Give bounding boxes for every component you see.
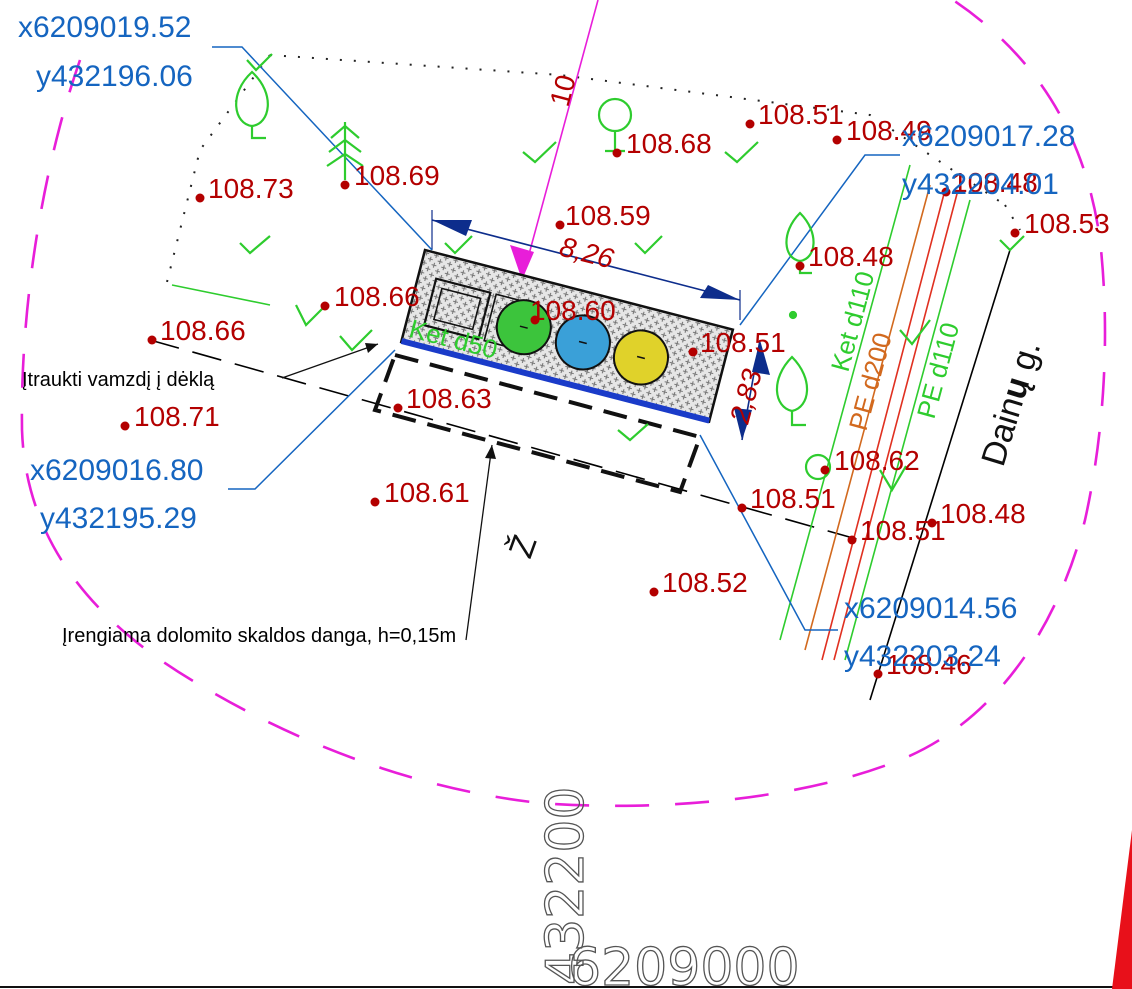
svg-text:108.66: 108.66 (334, 281, 420, 312)
svg-text:8,26: 8,26 (556, 231, 617, 275)
svg-text:x6209016.80: x6209016.80 (30, 454, 204, 487)
svg-text:108.51: 108.51 (860, 515, 946, 546)
svg-text:108.48: 108.48 (940, 498, 1026, 529)
note-leaders (281, 343, 493, 641)
grass-icon (879, 465, 907, 493)
gas-line-2 (833, 189, 959, 661)
street-name: Dainų g. (974, 336, 1048, 470)
offset-dimension: 10 (544, 71, 582, 109)
svg-text:108.46: 108.46 (886, 649, 972, 680)
grass-icon (634, 235, 663, 255)
container-platform: Ket d50 (399, 248, 735, 424)
svg-text:y432196.06: y432196.06 (36, 60, 193, 93)
svg-text:108.51: 108.51 (758, 99, 844, 130)
grass-icon (295, 304, 327, 327)
tree-icon (235, 70, 269, 140)
vegetation (235, 53, 1025, 493)
grass-icon (999, 235, 1025, 252)
grid-easting-label: 432200 (536, 786, 596, 985)
svg-text:x6209014.56: x6209014.56 (844, 592, 1018, 625)
north-label: Ž (502, 530, 545, 563)
red-corner-mark (1112, 830, 1132, 989)
svg-text:108.48: 108.48 (952, 167, 1038, 198)
street-edge-line (869, 249, 1011, 701)
grass-icon (522, 141, 557, 164)
conifer-icon (326, 122, 364, 180)
grass-icon (899, 319, 931, 346)
svg-text:108.52: 108.52 (662, 567, 748, 598)
elevation-labels: 108.51 108.49 108.68 108.73 108.69 108.5… (134, 99, 1110, 680)
grass-icon (444, 235, 473, 255)
pipe-sleeve-note: Įtraukti vamzdį į dėklą (22, 369, 215, 391)
svg-text:108.61: 108.61 (384, 477, 470, 508)
surface-note: Įrengiama dolomito skaldos danga, h=0,15… (62, 625, 456, 647)
svg-text:y432203.24: y432203.24 (844, 640, 1001, 673)
svg-text:108.68: 108.68 (626, 128, 712, 159)
svg-text:108.59: 108.59 (565, 200, 651, 231)
svg-text:108.48: 108.48 (808, 241, 894, 272)
svg-text:108.51: 108.51 (750, 483, 836, 514)
tree-icon (775, 355, 809, 427)
ket-d50-line (171, 284, 271, 306)
coordinate-labels: x6209019.52 y432196.06 x6209017.28 y4322… (18, 11, 1076, 673)
pe-line (804, 184, 931, 651)
grid-northing-label: 6209000 (568, 938, 800, 989)
svg-text:108.60: 108.60 (530, 295, 616, 326)
svg-text:108.69: 108.69 (354, 160, 440, 191)
ket-line-2 (844, 199, 971, 661)
svg-text:108.62: 108.62 (834, 445, 920, 476)
grass-icon (239, 235, 271, 255)
ket-line-1 (779, 164, 911, 641)
svg-text:108.49: 108.49 (846, 115, 932, 146)
svg-text:x6209019.52: x6209019.52 (18, 11, 192, 44)
svg-text:108.73: 108.73 (208, 173, 294, 204)
svg-text:2,83: 2,83 (724, 365, 768, 427)
dashed-line (149, 339, 861, 541)
svg-text:108.71: 108.71 (134, 401, 220, 432)
offset-line (521, 0, 599, 281)
svg-text:108.53: 108.53 (1024, 208, 1110, 239)
proposed-surface-outline (372, 352, 703, 495)
grass-icon (617, 423, 649, 442)
bench-outline (422, 277, 492, 341)
svg-text:108.51: 108.51 (700, 327, 786, 358)
grass-icon (339, 329, 373, 352)
platform-curb (400, 338, 711, 424)
protection-zone-boundary (20, 0, 1107, 808)
svg-text:x6209017.28: x6209017.28 (902, 120, 1076, 153)
gas-line-1 (821, 189, 946, 661)
elevation-points (120, 119, 1020, 679)
offset-arrowhead (510, 245, 534, 280)
svg-text:y432204.01: y432204.01 (902, 168, 1059, 201)
plot-boundary-dotted (164, 54, 1021, 291)
svg-text:y432195.29: y432195.29 (40, 502, 197, 535)
svg-text:108.66: 108.66 (160, 315, 246, 346)
grass-icon (246, 53, 273, 72)
coordinate-leaders (212, 46, 900, 631)
grass-icon (724, 141, 759, 164)
svg-text:108.63: 108.63 (406, 383, 492, 414)
valve-icon (804, 453, 832, 481)
